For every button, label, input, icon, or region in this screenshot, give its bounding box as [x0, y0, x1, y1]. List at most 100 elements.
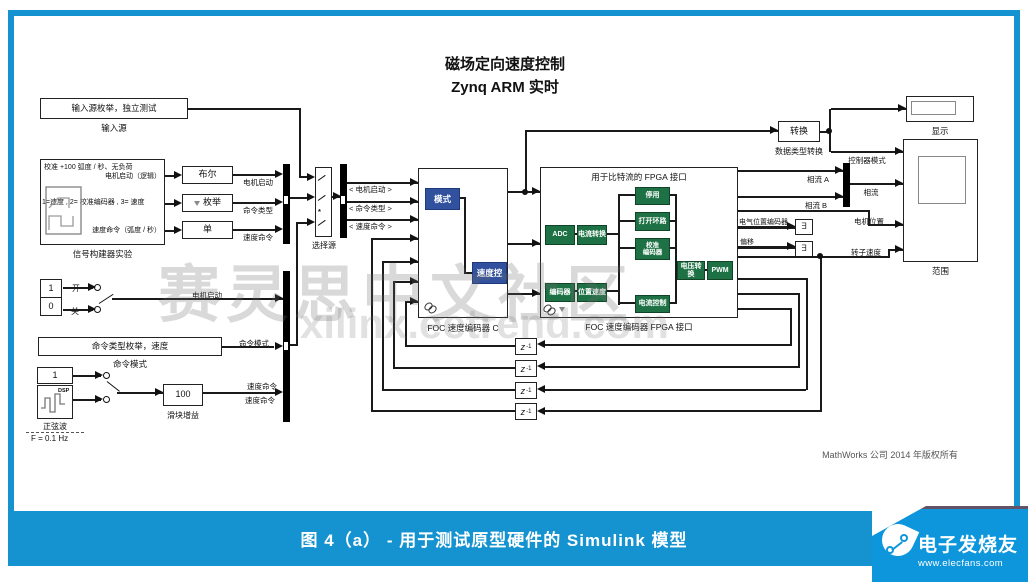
signal-rotor-speed: 转子速度	[851, 248, 881, 257]
arrowhead	[95, 395, 103, 403]
fpga-current-conv-block: 电流转换	[577, 225, 607, 245]
wire-segment	[738, 226, 795, 229]
fpga-adc-block: ADC	[545, 225, 575, 245]
arrowhead	[410, 277, 418, 285]
arrowhead	[410, 197, 418, 205]
arrowhead	[895, 245, 903, 253]
enum-convert-text: 枚举	[202, 197, 221, 208]
signal-builder-line2: 1=速度 , 2= 校准编码器 , 3= 速度	[42, 199, 145, 206]
signal-builder-port-speed: 速度命令（弧度 / 秒）	[92, 227, 161, 234]
source-selector-label: 选择源	[312, 241, 336, 250]
wire-segment	[738, 293, 800, 295]
arrowhead	[532, 187, 540, 195]
signal-motor-start: 电机启动	[243, 178, 273, 187]
arrowhead	[898, 104, 906, 112]
arrowhead	[835, 166, 843, 174]
wire-segment	[290, 344, 298, 346]
data-type-convert-text: 转换	[789, 125, 808, 136]
wire-segment	[545, 389, 806, 391]
wire-segment	[670, 302, 676, 304]
library-link-icon	[422, 300, 439, 316]
arrowhead	[174, 171, 182, 179]
foc-controller-label: FOC 速度编码器 C	[427, 323, 499, 333]
wire-segment	[738, 196, 843, 198]
wire-segment	[545, 366, 798, 368]
bus-selector-port	[341, 196, 345, 204]
wire-segment	[738, 246, 795, 249]
wire-segment	[203, 392, 275, 394]
wire-segment	[290, 197, 307, 199]
wire-segment	[63, 287, 93, 289]
wire-segment	[820, 131, 830, 133]
wire-segment	[371, 239, 373, 412]
wire-segment	[607, 233, 619, 235]
wire-segment	[738, 256, 822, 258]
signal-ctrl-mode: 控制器模式	[848, 156, 886, 165]
foc-speed-ctrl-subblock: 速度控	[472, 262, 507, 284]
annotation-divider	[26, 432, 84, 433]
logo-circuit-node-1	[886, 546, 894, 554]
frame-top	[8, 10, 1020, 16]
frame-left	[8, 10, 14, 511]
fpga-pos-speed-text: 位置速度	[578, 288, 606, 296]
sine-wave-block	[37, 385, 73, 419]
arrowhead	[88, 305, 96, 313]
wire-segment	[618, 194, 620, 305]
arrowhead	[275, 342, 283, 350]
wire-segment	[545, 410, 820, 412]
wire-segment	[296, 222, 298, 346]
rate-transition-icon: ∃	[801, 221, 807, 232]
wire-segment	[619, 220, 635, 222]
wire-segment	[165, 175, 174, 177]
rate-transition-icon: ∃	[801, 243, 807, 254]
signal-cmd-type: 命令类型	[243, 206, 273, 215]
wire-segment	[619, 194, 635, 196]
arrowhead	[537, 385, 545, 393]
arrowhead	[275, 388, 283, 396]
signal-builder-line1: 校准 +100 弧度 / 秒、无负荷	[44, 164, 133, 171]
signal-builder-waveform-icon	[45, 186, 82, 235]
wire-segment	[675, 194, 677, 304]
sine-frequency: F = 0.1 Hz	[31, 434, 69, 443]
bus-creator-bottom-port	[284, 342, 288, 350]
arrowhead	[275, 170, 283, 178]
fpga-encoder-text: 编码器	[549, 288, 571, 296]
single-convert-block: 单	[182, 221, 233, 239]
source-selector-block	[315, 167, 332, 237]
wire-segment	[371, 238, 418, 240]
wire-segment	[831, 151, 903, 153]
foc-mode-subblock: 模式	[425, 188, 460, 210]
unit-delay-1: z-1	[515, 338, 537, 355]
sine-waveform-icon	[41, 393, 65, 413]
wire-segment	[831, 108, 906, 110]
enum-down-arrow-icon	[193, 200, 200, 206]
signal-builder-label: 信号构建器实验	[72, 249, 133, 259]
rate-transition-block-2: ∃	[795, 241, 813, 257]
wire-segment	[382, 262, 384, 391]
input-source-block: 输入源枚举，独立测试	[40, 98, 188, 119]
wire-segment	[545, 344, 790, 346]
fpga-open-loop-block: 打开环路	[635, 212, 670, 231]
wire-segment	[670, 247, 676, 249]
fpga-current-ctrl-block: 电流控制	[635, 295, 670, 313]
switch2-port1	[103, 372, 110, 379]
signal-speed-cmd-bottom: 速度命令	[245, 396, 275, 405]
arrowhead	[307, 193, 315, 201]
data-type-convert-block: 转换	[778, 121, 820, 142]
logo-circuit-node-2	[900, 534, 908, 542]
signal-phase: 相流	[863, 188, 879, 197]
fpga-open-loop-text: 打开环路	[638, 217, 667, 225]
elecfans-logo-plate: 电子发烧友 www.elecfans.com	[872, 506, 1028, 582]
wire-segment	[393, 281, 418, 283]
wire-segment	[233, 202, 275, 204]
foc-speed-ctrl-text: 速度控	[476, 268, 503, 278]
arrowhead	[532, 239, 540, 247]
fpga-interface-title: 用于比特流的 FPGA 接口	[591, 172, 687, 182]
phase-mux-bar	[843, 163, 850, 207]
wire-segment	[112, 298, 283, 300]
wire-segment	[738, 210, 869, 212]
wire-segment	[233, 229, 275, 231]
wire-segment	[222, 346, 274, 348]
arrowhead	[88, 283, 96, 291]
bus-signal-motor-start: < 电机启动 >	[349, 185, 392, 194]
